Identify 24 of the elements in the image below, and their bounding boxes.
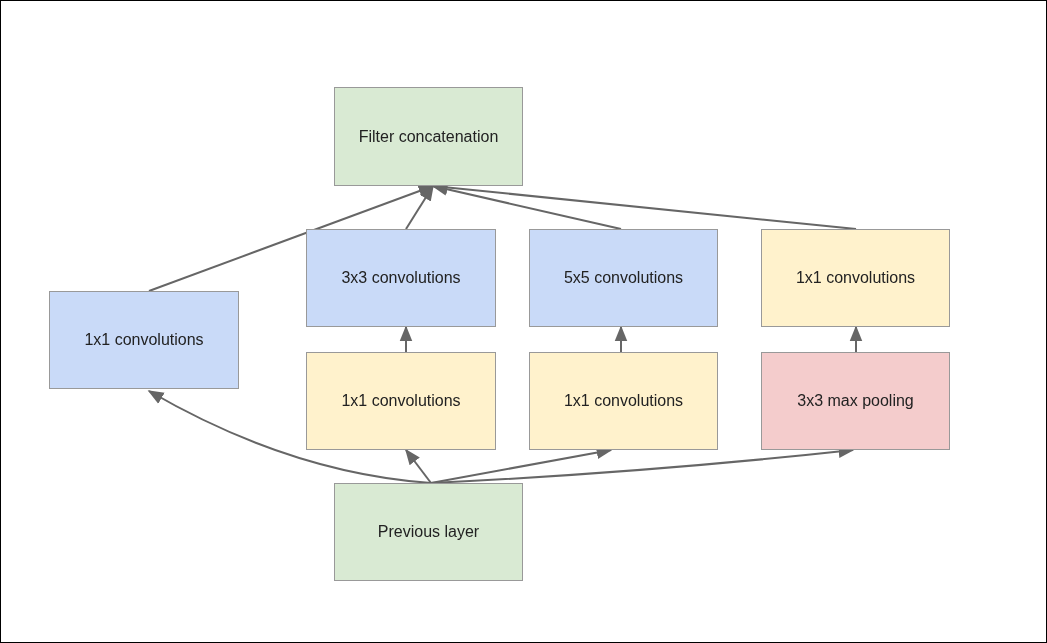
- layer-label: 1x1 convolutions: [563, 391, 684, 411]
- layer-label: 1x1 convolutions: [84, 330, 204, 350]
- arrow: [849, 325, 863, 353]
- arrow: [405, 184, 434, 230]
- layer-box: [529, 352, 718, 450]
- layer-label: Previous layer: [377, 522, 480, 542]
- layer-label: 3x3 max pooling: [797, 391, 914, 411]
- arrow: [399, 325, 413, 353]
- layer-box: [306, 229, 496, 327]
- layer-label: 1x1 convolutions: [795, 268, 916, 288]
- layer-box: [761, 229, 950, 327]
- layer-box: [334, 483, 523, 581]
- layer-label: 3x3 convolutions: [341, 268, 461, 288]
- arrow: [614, 325, 628, 353]
- layer-box: [529, 229, 718, 327]
- layer-box: [49, 291, 239, 389]
- layer-label: 1x1 convolutions: [341, 391, 461, 411]
- layer-box: [306, 352, 496, 450]
- layer-box: [761, 352, 950, 450]
- layer-box: [334, 87, 523, 186]
- layer-label: Filter concatenation: [358, 126, 499, 147]
- arrow: [147, 390, 432, 484]
- layer-label: 5x5 convolutions: [563, 268, 684, 288]
- arrow: [405, 448, 432, 484]
